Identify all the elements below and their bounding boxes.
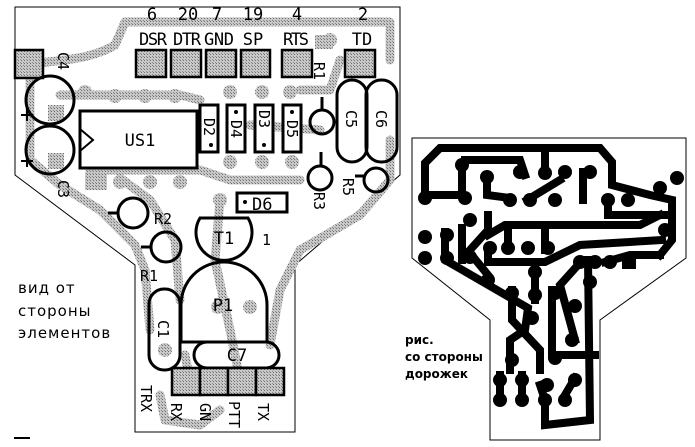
ic-notch-icon [79,128,95,152]
label-p1: P1 [213,296,233,316]
label-d4: D4 [227,120,245,138]
capacitor-c4 [24,74,76,126]
label-c7: C7 [227,346,247,366]
pin-number-rts: 4 [292,5,302,25]
lead-lines [319,97,364,178]
label-us1: US1 [125,131,156,151]
dash-mark [14,437,30,439]
label-c5: C5 [342,110,360,128]
label-r1-top: R1 [310,62,328,80]
polarity-plus-icon [21,109,33,167]
pin-number-gnd: 7 [212,5,222,25]
label-d6: D6 [252,195,272,215]
label-c4: C4 [54,52,72,70]
pads [48,33,337,357]
caption-component-line3: элементов [18,324,111,342]
component-side-board: 6 20 7 19 4 2 DSR DTR GND SP RTS TD C4 C… [13,5,401,439]
label-r5: R5 [339,178,357,196]
capacitor-c1 [147,287,182,372]
pin-name-td: TD [352,30,372,50]
pin-number-td: 2 [358,5,368,25]
pin-label-ptt: PTT [225,401,243,428]
track-side-board [411,137,687,441]
pin-number-dtr: 20 [178,5,198,25]
pin-name-gnd: GND [204,30,234,50]
capacitor-c3 [24,124,76,176]
label-c6: C6 [372,110,390,128]
transistor-t1 [194,216,254,262]
resistor-r3 [306,164,334,192]
diodes [198,103,303,154]
connector-db25 [134,48,377,79]
label-d2: D2 [200,118,218,136]
pad-square-left [13,48,45,80]
pin-name-sp: SP [243,30,263,50]
label-d5: D5 [283,120,301,138]
d6-dot [243,200,247,204]
label-t1-pin1: 1 [262,231,271,249]
connector-bottom [170,366,286,397]
caption-tracks-line1: рис. [405,333,434,347]
caption-component-line1: вид от [18,279,76,297]
label-t1: T1 [214,229,234,249]
caption-tracks-line2: со стороны [405,350,483,364]
resistor-r5 [362,166,390,194]
caption-component-line2: стороны [18,302,92,320]
pin-name-dsr: DSR [139,30,168,50]
capacitor-c6 [364,78,399,164]
pin-label-rx: RX [167,403,185,421]
resistor-r1 [149,230,183,264]
caption-tracks-line3: дорожек [405,367,468,381]
pin-label-tx: TX [254,403,272,421]
pin-number-dsr: 6 [147,5,157,25]
pin-name-dtr: DTR [173,30,202,50]
label-c3: C3 [54,180,72,198]
pin-name-rts: RTS [283,30,309,50]
pin-label-gn: GN [196,403,214,421]
pin-number-sp: 19 [243,5,263,25]
track-pads [418,158,684,407]
label-d3: D3 [255,110,273,128]
diode-d6 [235,191,289,214]
label-r1: R1 [140,267,158,285]
label-c1: C1 [154,320,172,338]
label-r3: R3 [310,192,328,210]
lead-lines-r [108,211,151,249]
potentiometer-p1 [179,260,269,344]
ic-us1 [78,109,199,170]
label-r2: R2 [154,210,172,228]
pin-label-trx: TRX [137,385,155,412]
